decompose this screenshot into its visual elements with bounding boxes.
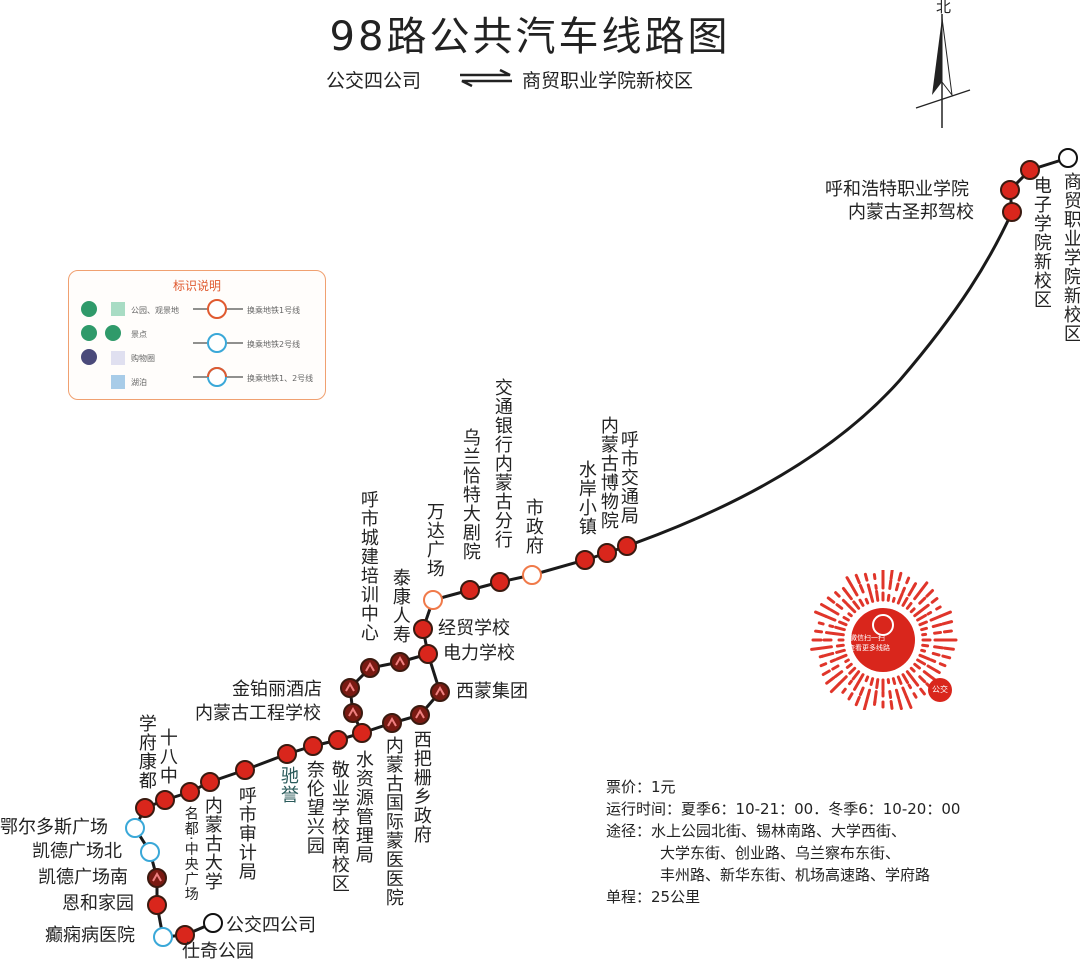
station-marker[interactable] <box>491 573 509 591</box>
station-label[interactable]: 西把栅乡政府 <box>411 730 430 844</box>
station-marker[interactable] <box>126 819 144 837</box>
station-marker[interactable] <box>431 683 449 701</box>
station-marker[interactable] <box>201 773 219 791</box>
station-marker[interactable] <box>353 724 371 742</box>
station-marker[interactable] <box>181 783 199 801</box>
station-label[interactable]: 呼市城建培训中心 <box>358 490 377 642</box>
station-label[interactable]: 内蒙古博物院 <box>598 416 617 530</box>
station-marker[interactable] <box>156 791 174 809</box>
fare: 票价：1元 <box>606 776 960 798</box>
station-label[interactable]: 电力学校 <box>443 645 515 663</box>
station-label[interactable]: 名都·中央广场 <box>183 806 198 901</box>
station-marker[interactable] <box>148 896 166 914</box>
station-label[interactable]: 学府康都 <box>136 714 155 790</box>
station-marker[interactable] <box>598 544 616 562</box>
station-marker[interactable] <box>304 737 322 755</box>
station-label[interactable]: 金铂丽酒店 <box>232 681 322 699</box>
station-label[interactable]: 呼和浩特职业学院 <box>825 181 969 199</box>
station-label[interactable]: 公交四公司 <box>226 917 316 935</box>
station-label[interactable]: 呼市审计局 <box>236 786 255 881</box>
station-marker[interactable] <box>204 914 222 932</box>
station-marker[interactable] <box>523 566 541 584</box>
station-marker[interactable] <box>411 706 429 724</box>
station-marker[interactable] <box>618 537 636 555</box>
station-label[interactable]: 奈伦望兴园 <box>304 760 323 855</box>
qr-badge: 公交 <box>932 686 948 694</box>
station-label[interactable]: 内蒙古圣邦驾校 <box>848 204 974 222</box>
station-marker[interactable] <box>576 551 594 569</box>
qr-text: 查看更多线路 <box>848 645 890 652</box>
station-marker[interactable] <box>154 928 172 946</box>
station-label[interactable]: 驰誉 <box>278 766 297 804</box>
station-marker[interactable] <box>414 620 432 638</box>
station-label[interactable]: 泰康人寿 <box>390 568 409 644</box>
operating-hours: 运行时间：夏季6：10-21：00．冬季6：10-20：00 <box>606 798 960 820</box>
station-marker[interactable] <box>329 731 347 749</box>
station-label[interactable]: 经贸学校 <box>438 620 510 638</box>
qr-text: 微信扫一扫 <box>850 635 885 642</box>
station-marker[interactable] <box>341 679 359 697</box>
station-label[interactable]: 癫痫病医院 <box>45 927 135 945</box>
station-label[interactable]: 仕奇公园 <box>182 943 254 961</box>
station-label[interactable]: 商贸职业学院新校区 <box>1061 172 1080 343</box>
station-marker[interactable] <box>361 659 379 677</box>
station-label[interactable]: 呼市交通局 <box>618 430 637 525</box>
station-label[interactable]: 凯德广场南 <box>38 869 128 887</box>
station-marker[interactable] <box>141 843 159 861</box>
station-marker[interactable] <box>419 645 437 663</box>
station-label[interactable]: 电子学院新校区 <box>1031 176 1050 309</box>
station-marker[interactable] <box>148 869 166 887</box>
station-label[interactable]: 内蒙古国际蒙医医院 <box>383 736 402 907</box>
station-label[interactable]: 敬业学校南校区 <box>329 760 348 893</box>
station-marker[interactable] <box>278 745 296 763</box>
station-label[interactable]: 恩和家园 <box>62 895 134 913</box>
route-streets: 途径：水上公园北街、锡林南路、大学西街、 <box>606 820 960 842</box>
station-label[interactable]: 万达广场 <box>424 502 443 578</box>
station-label[interactable]: 乌兰恰特大剧院 <box>460 428 479 561</box>
station-label[interactable]: 内蒙古工程学校 <box>195 705 321 723</box>
station-marker[interactable] <box>236 761 254 779</box>
route-streets: 丰州路、新华东街、机场高速路、学府路 <box>606 864 960 886</box>
station-marker[interactable] <box>344 704 362 722</box>
distance: 单程：25公里 <box>606 886 960 908</box>
station-label[interactable]: 十八中 <box>157 728 176 785</box>
station-label[interactable]: 凯德广场北 <box>32 843 122 861</box>
station-label[interactable]: 交通银行内蒙古分行 <box>492 378 511 549</box>
station-marker[interactable] <box>1003 203 1021 221</box>
station-marker[interactable] <box>424 591 442 609</box>
station-marker[interactable] <box>136 799 154 817</box>
station-marker[interactable] <box>1001 181 1019 199</box>
station-marker[interactable] <box>1059 149 1077 167</box>
route-info: 票价：1元 运行时间：夏季6：10-21：00．冬季6：10-20：00 途径：… <box>606 776 960 908</box>
route-streets: 大学东街、创业路、乌兰察布东街、 <box>606 842 960 864</box>
station-marker[interactable] <box>383 714 401 732</box>
station-marker[interactable] <box>391 653 409 671</box>
station-label[interactable]: 西蒙集团 <box>456 683 528 701</box>
station-label[interactable]: 水岸小镇 <box>576 460 595 536</box>
station-label[interactable]: 市政府 <box>523 498 542 555</box>
station-marker[interactable] <box>461 581 479 599</box>
station-label[interactable]: 水资源管理局 <box>353 750 372 864</box>
station-label[interactable]: 鄂尔多斯广场 <box>0 819 108 837</box>
station-label[interactable]: 内蒙古大学 <box>202 796 221 891</box>
